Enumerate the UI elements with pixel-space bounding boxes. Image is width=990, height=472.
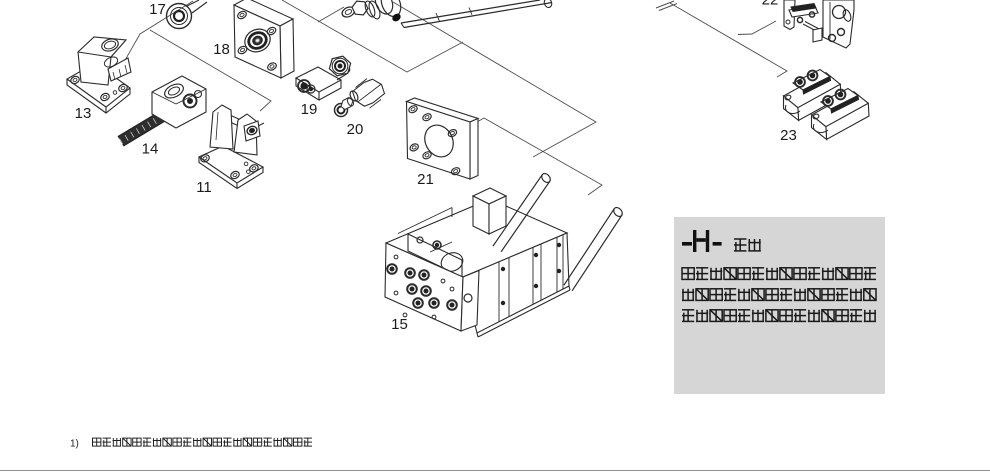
svg-text:14: 14 [142,141,159,158]
svg-text:20: 20 [347,121,364,138]
svg-text:22: 22 [762,0,779,9]
svg-text:1): 1) [70,439,79,450]
svg-text:15: 15 [391,316,408,333]
svg-text:17: 17 [149,1,166,18]
svg-text:23: 23 [780,127,797,144]
svg-text:18: 18 [213,41,230,58]
svg-text:21: 21 [417,171,434,188]
svg-text:13: 13 [75,105,92,122]
svg-text:19: 19 [301,101,318,118]
svg-text:11: 11 [196,179,212,196]
